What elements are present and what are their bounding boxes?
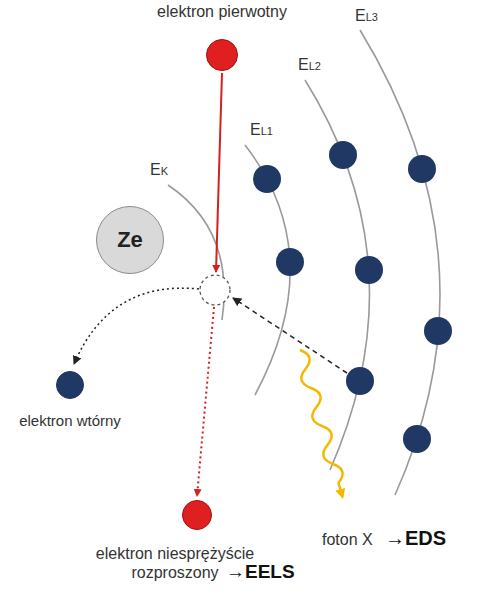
scattered-path-arrow [197, 307, 214, 496]
shell-electron [408, 155, 436, 183]
shell-electron [276, 248, 304, 276]
secondary-electron: elektron wtórny [5, 370, 135, 442]
method-label: →EELS [226, 561, 295, 584]
shell-label: EL1 [250, 120, 273, 139]
shell-electron [403, 425, 431, 453]
vacancy-hole [200, 275, 230, 305]
shell-label: EL3 [355, 6, 378, 25]
shell-label: EL2 [298, 55, 321, 74]
shell-electron [424, 317, 452, 345]
photon-wave [300, 350, 343, 497]
primary-path-arrow [216, 73, 222, 272]
primary-electron: elektron pierwotny [140, 0, 304, 75]
shell-electron [355, 256, 383, 284]
shell-electron [346, 367, 374, 395]
secondary-electron-dot [56, 371, 84, 399]
electron-label: elektron pierwotny [140, 2, 304, 21]
shell-electron [253, 165, 281, 193]
electron-label: elektron wtórny [5, 412, 135, 430]
shell-label: EK [150, 160, 168, 179]
shell-electron [329, 141, 357, 169]
secondary-path-arrow [74, 288, 199, 364]
transition-arrow [233, 298, 347, 373]
photon-label: foton X [322, 530, 373, 549]
scattered-electron-dot [182, 500, 212, 530]
nucleus-label: Ze [96, 206, 164, 274]
method-label: →EDS [385, 526, 446, 550]
primary-electron-dot [206, 39, 238, 71]
nucleus-circle: Ze [96, 206, 164, 274]
scattered-electron: elektron niesprężyście rozproszony→EELS [60, 498, 360, 588]
